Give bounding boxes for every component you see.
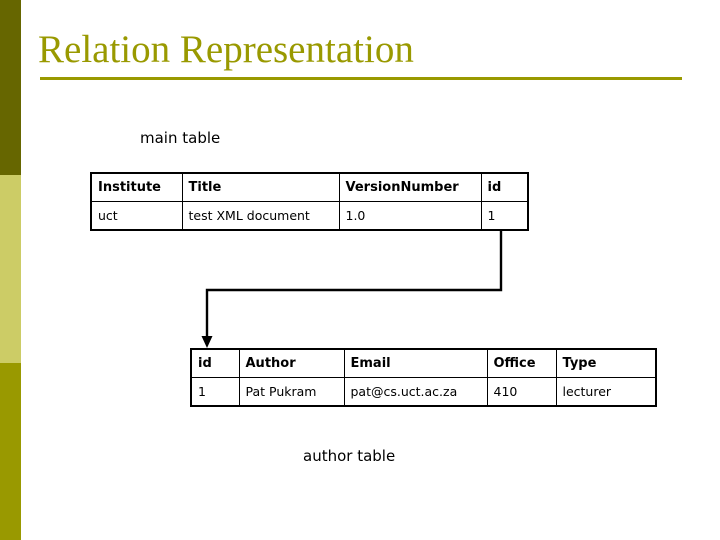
author-table-caption: author table bbox=[303, 447, 396, 465]
author-table-column-header: Office bbox=[486, 348, 557, 378]
sidebar-bottom-band bbox=[0, 363, 21, 540]
main-table-column-header: id bbox=[480, 172, 529, 202]
main-table-cell: 1.0 bbox=[338, 201, 482, 231]
foreign-key-arrowhead bbox=[201, 336, 213, 348]
author-table-cell: pat@cs.uct.ac.za bbox=[343, 377, 488, 407]
author-table-column-header: Author bbox=[238, 348, 345, 378]
decorative-sidebar bbox=[0, 0, 21, 540]
main-table-column-header: VersionNumber bbox=[338, 172, 482, 202]
author-table-column-header: Type bbox=[555, 348, 657, 378]
foreign-key-arrow-path bbox=[205, 230, 503, 341]
main-table-column-header: Institute bbox=[90, 172, 183, 202]
author-table-cell: 1 bbox=[190, 377, 240, 407]
author-table-cell: lecturer bbox=[555, 377, 657, 407]
author-table-column-header: id bbox=[190, 348, 240, 378]
author-table-column-header: Email bbox=[343, 348, 488, 378]
page-title: Relation Representation bbox=[38, 28, 414, 71]
main-table-caption: main table bbox=[140, 129, 221, 147]
author-table-cell: Pat Pukram bbox=[238, 377, 345, 407]
sidebar-middle-band bbox=[0, 175, 21, 363]
main-table-cell: uct bbox=[90, 201, 183, 231]
main-table-cell: test XML document bbox=[181, 201, 340, 231]
main-table-cell: 1 bbox=[480, 201, 529, 231]
author-table-cell: 410 bbox=[486, 377, 557, 407]
sidebar-top-band bbox=[0, 0, 21, 175]
title-underline-rule bbox=[40, 77, 682, 80]
main-table-column-header: Title bbox=[181, 172, 340, 202]
